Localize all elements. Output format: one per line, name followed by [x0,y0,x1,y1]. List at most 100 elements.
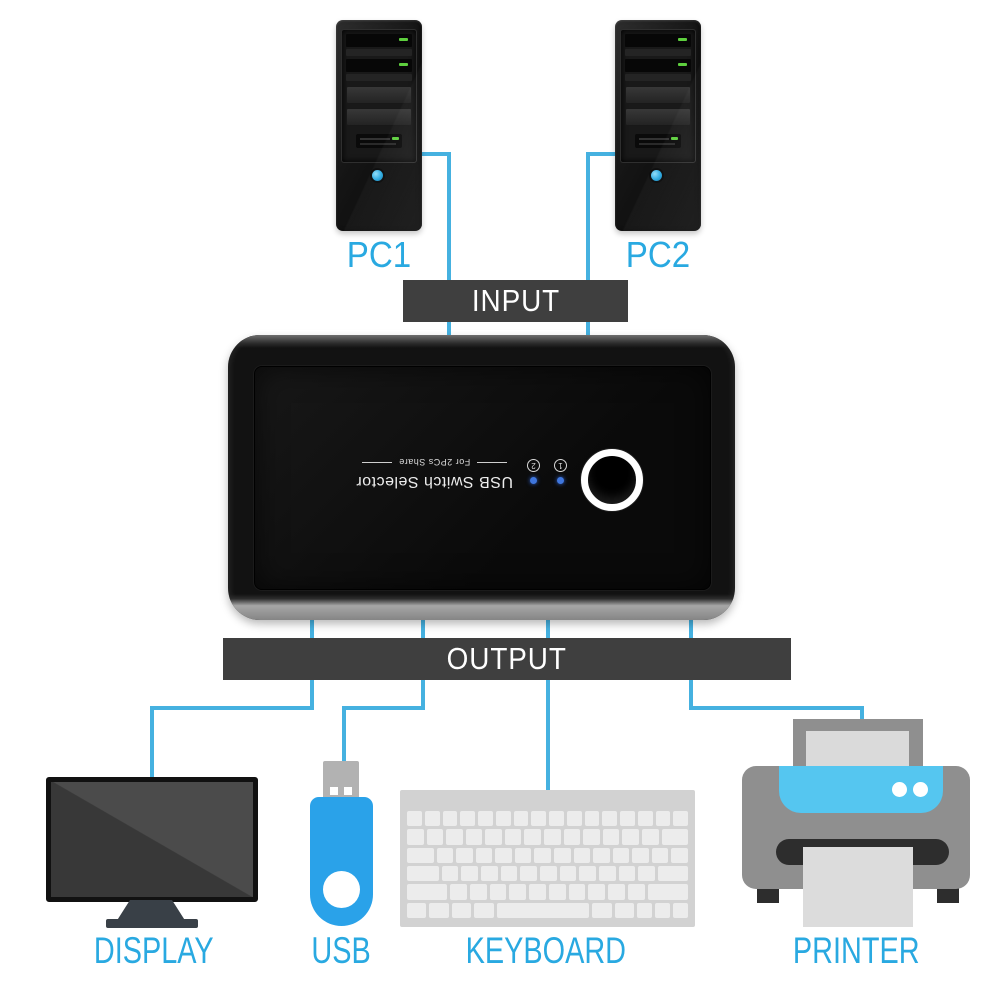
keyboard-key [673,902,688,918]
keyboard-key [441,865,459,882]
tower-gloss [615,20,701,231]
optical-drive-bay [625,34,691,47]
usb-switch-device: 1 2 USB Switch Selector For 2PCs Share [228,335,735,620]
keyboard-key [509,884,527,900]
connector-line-pc2-v [586,152,590,340]
keyboard-key [442,811,458,827]
keyboard-row [407,847,689,863]
output-bar-label: OUTPUT [446,641,568,676]
keyboard-row [407,884,688,900]
port1-led-icon [557,477,564,485]
keyboard-key [504,829,522,845]
keyboard-key [608,884,625,900]
keyboard-row [407,902,688,918]
drive-tray [625,74,691,81]
keyboard-keys [407,811,689,918]
monitor-icon [46,777,258,902]
monitor-screen [51,782,253,897]
keyboard-key [474,902,494,918]
keyboard-key [446,829,463,845]
optical-drive-bay [346,34,412,47]
keyboard-key [407,811,422,827]
input-bar-label: INPUT [471,283,560,318]
input-bar: INPUT [403,280,628,322]
keyboard-key [627,884,645,900]
keyboard-key [602,811,617,827]
keyboard-label: KEYBOARD [465,930,627,971]
blank-bay [346,108,412,126]
keyboard-key [407,829,424,845]
keyboard-key [658,865,689,882]
connector-line-display-h [150,706,314,710]
pc1-tower-icon [336,20,422,231]
pc1-label: PC1 [346,234,412,275]
keyboard-key [520,865,538,882]
usb-drive-hole [323,871,360,908]
keyboard-key [460,811,475,827]
connector-line-pc1-h [414,152,451,156]
printer-paper-in [806,731,909,771]
keyboard-key [655,902,671,918]
port2-number: 2 [527,459,540,473]
keyboard-key [489,884,507,900]
keyboard-key [661,829,689,845]
keyboard-key [622,829,639,845]
connector-line-display-v2 [150,706,154,780]
keyboard-key [407,847,434,863]
keyboard-icon [400,790,695,927]
keyboard-key [638,865,656,882]
keyboard-key [583,829,600,845]
floppy-drive [635,134,681,148]
monitor-stand [116,900,186,922]
usb-connector [323,761,359,799]
keyboard-key [544,829,561,845]
subtitle-dash [361,462,392,463]
keyboard-key [637,902,653,918]
usb-connector-pin [330,787,338,795]
drive-tray [625,49,691,56]
keyboard-key [588,884,606,900]
drive-led [392,137,399,140]
printer-label: PRINTER [792,930,920,971]
printer-foot [937,888,959,903]
display-label: DISPLAY [94,930,214,971]
floppy-drive [356,134,402,148]
connector-line-pc1-v [447,152,451,340]
usb-label: USB [311,930,371,971]
keyboard-key [548,884,566,900]
pc1-front-panel [341,29,417,163]
keyboard-key [424,811,440,827]
keyboard-key [540,865,557,882]
keyboard-key [563,829,581,845]
port-indicator-2: 2 [527,459,540,485]
keyboard-key [469,884,487,900]
keyboard-key [592,902,612,918]
keyboard-row [407,865,689,882]
switch-face-upside-down: 1 2 USB Switch Selector For 2PCs Share [356,441,643,519]
printer-paper-out [803,847,913,927]
switch-subtitle: For 2PCs Share [398,457,471,468]
connector-line-printer-h [689,706,864,710]
keyboard-key [485,829,502,845]
printer-foot [757,888,779,903]
keyboard-key [671,847,689,863]
keyboard-key [524,829,542,845]
keyboard-key [531,811,546,827]
keyboard-key [553,847,571,863]
output-bar: OUTPUT [223,638,791,680]
connector-line-pc2-h [586,152,617,156]
keyboard-key [529,884,546,900]
keyboard-key [426,829,444,845]
drive-led [678,63,687,66]
keyboard-key [429,902,449,918]
floppy-slot [639,143,675,145]
drive-led [671,137,678,140]
keyboard-key [618,865,636,882]
keyboard-key [612,847,630,863]
keyboard-key [651,847,669,863]
drive-led [399,38,408,41]
keyboard-key [475,847,493,863]
port-indicator-1: 1 [554,459,567,485]
keyboard-key [632,847,649,863]
keyboard-key [584,811,600,827]
